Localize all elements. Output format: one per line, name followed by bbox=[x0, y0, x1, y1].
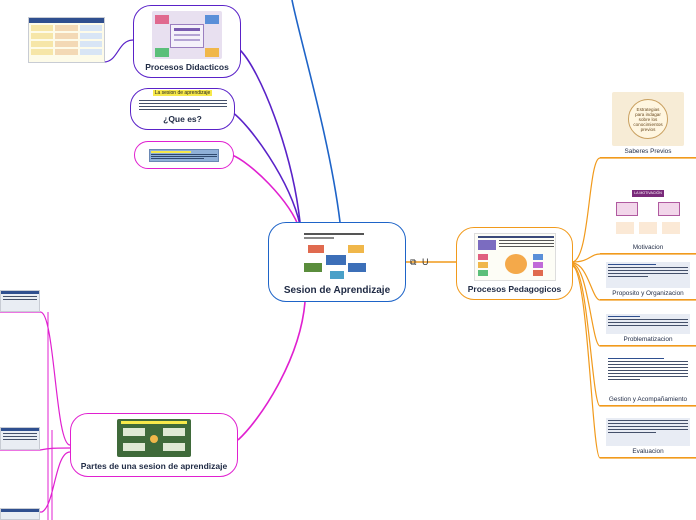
procesos-pedagogicos-image bbox=[473, 233, 556, 281]
procesos-didacticos-table-thumbnail[interactable] bbox=[28, 17, 105, 63]
central-topic-label: Sesion de Aprendizaje bbox=[283, 285, 391, 296]
que-es-description: La sesion de aprendizaje bbox=[138, 81, 227, 111]
que-es-node[interactable]: La sesion de aprendizaje ¿Que es? bbox=[130, 88, 235, 130]
saberes-previos-item[interactable]: Estrategias para indagar sobre los conoc… bbox=[600, 88, 696, 158]
partes-node[interactable]: Partes de una sesion de aprendizaje bbox=[70, 413, 238, 477]
evaluacion-label: Evaluacion bbox=[632, 448, 664, 455]
gestion-item[interactable]: Gestion y Acompañamiento bbox=[600, 352, 696, 406]
motivacion-label: Motivacion bbox=[632, 244, 664, 251]
central-topic-image bbox=[302, 231, 372, 281]
procesos-pedagogicos-node[interactable]: Procesos Pedagogicos bbox=[456, 227, 573, 300]
procesos-didacticos-node[interactable]: Procesos Didacticos bbox=[133, 5, 241, 78]
saberes-previos-label: Saberes Previos bbox=[624, 148, 672, 155]
proposito-text bbox=[606, 262, 690, 288]
procesos-didacticos-image bbox=[152, 11, 222, 59]
motivacion-image: LA MOTIVACIÓN bbox=[612, 188, 684, 242]
evaluacion-item[interactable]: Evaluacion bbox=[600, 414, 696, 458]
gestion-text bbox=[606, 356, 690, 394]
problematizacion-text bbox=[606, 314, 690, 334]
sesion-info-node[interactable] bbox=[134, 141, 234, 169]
procesos-didacticos-label: Procesos Didacticos bbox=[145, 62, 229, 72]
gestion-label: Gestion y Acompañamiento bbox=[608, 396, 688, 403]
proposito-item[interactable]: Proposito y Organizacion bbox=[600, 258, 696, 300]
sesion-info-image bbox=[149, 148, 219, 162]
evaluacion-text bbox=[606, 418, 690, 446]
saberes-previos-image-text: Estrategias para indagar sobre los conoc… bbox=[628, 99, 668, 139]
partes-image bbox=[117, 419, 191, 457]
que-es-heading: La sesion de aprendizaje bbox=[152, 90, 213, 96]
motivacion-image-title: LA MOTIVACIÓN bbox=[632, 190, 664, 197]
procesos-pedagogicos-label: Procesos Pedagogicos bbox=[467, 284, 562, 294]
motivacion-item[interactable]: LA MOTIVACIÓN Motivacion bbox=[600, 184, 696, 254]
partes-label: Partes de una sesion de aprendizaje bbox=[80, 461, 228, 471]
partes-card-1[interactable] bbox=[0, 290, 40, 312]
que-es-label: ¿Que es? bbox=[163, 114, 202, 124]
problematizacion-item[interactable]: Problematizacion bbox=[600, 310, 696, 346]
central-topic-node[interactable]: Sesion de Aprendizaje bbox=[268, 222, 406, 302]
problematizacion-label: Problematizacion bbox=[623, 336, 673, 343]
partes-card-2[interactable] bbox=[0, 427, 40, 450]
partes-card-3[interactable] bbox=[0, 508, 40, 520]
proposito-label: Proposito y Organizacion bbox=[612, 290, 684, 297]
external-link-icon[interactable]: ⧉ bbox=[410, 257, 417, 267]
saberes-previos-image: Estrategias para indagar sobre los conoc… bbox=[612, 92, 684, 146]
collapse-icon[interactable]: U bbox=[422, 257, 429, 267]
